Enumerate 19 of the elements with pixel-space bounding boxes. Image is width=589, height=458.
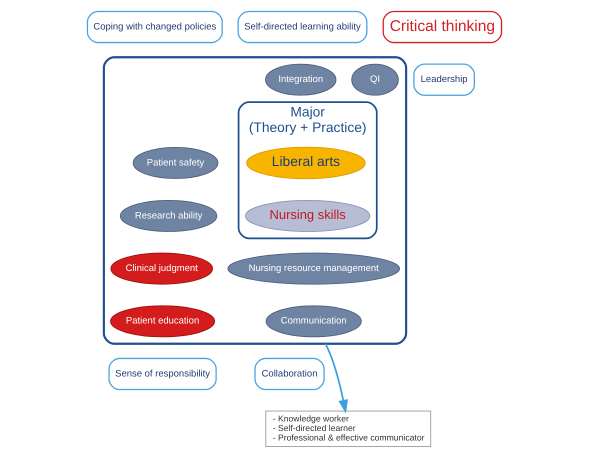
node-ellipse: QI <box>351 64 399 96</box>
node-box: Leadership <box>413 64 475 96</box>
node-ellipse: Communication <box>266 305 362 338</box>
node-ellipse: Patient safety <box>132 146 218 179</box>
node-box: Collaboration <box>254 358 325 390</box>
cluster <box>102 56 408 345</box>
node-ellipse: Integration <box>265 64 336 96</box>
node-box: Critical thinking <box>382 10 502 44</box>
node-box: - Knowledge worker - Self-directed learner - Professional & effective communicator <box>265 410 432 447</box>
node-box: Self-directed learning ability <box>238 10 368 44</box>
node-ellipse: Nursing skills <box>245 200 370 232</box>
node-box: Coping with changed policies <box>86 10 223 44</box>
arrow <box>324 343 348 414</box>
node-ellipse: Research ability <box>120 200 218 232</box>
node-box: Sense of responsibility <box>108 358 217 390</box>
node-ellipse: Nursing resource management <box>227 252 400 285</box>
node-ellipse: Patient education <box>110 305 216 338</box>
node-ellipse: Liberal arts <box>246 146 366 180</box>
node-ellipse: Clinical judgment <box>110 252 213 285</box>
